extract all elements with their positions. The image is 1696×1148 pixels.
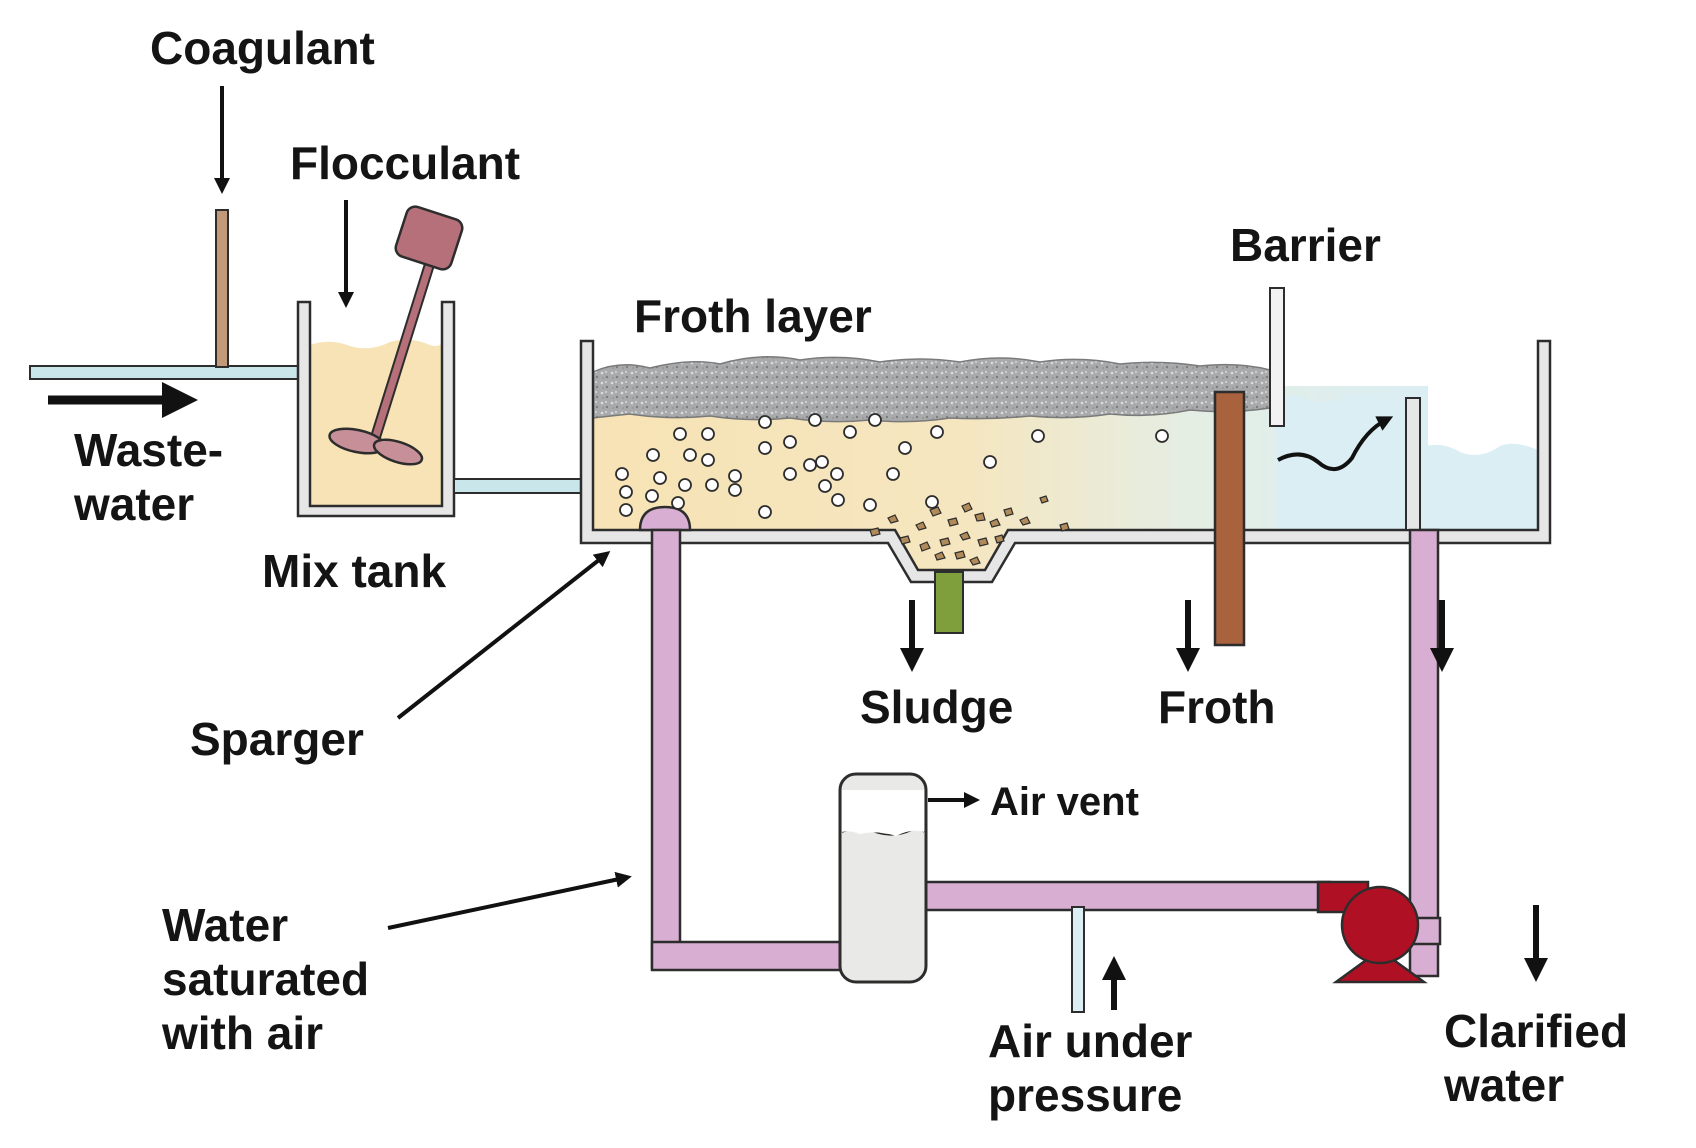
clarified-water-label-line1: Clarified xyxy=(1444,1005,1629,1057)
flotation-tank xyxy=(579,339,1552,584)
weir xyxy=(1405,397,1421,531)
clarified-water-label-line2: water xyxy=(1444,1059,1565,1111)
sludge-flocs xyxy=(869,495,1070,566)
sludge-label: Sludge xyxy=(860,681,1014,733)
recycle-pipe-loop xyxy=(650,528,1440,978)
froth-outlet-pipe xyxy=(1213,390,1246,647)
wastewater-label-line2: water xyxy=(74,478,195,530)
flow-arrows xyxy=(48,86,1548,1010)
water-saturated-label: Water saturated with air xyxy=(162,898,369,1060)
sparger-arrow xyxy=(396,551,611,720)
saturation-tank xyxy=(838,772,928,984)
air-under-pressure-label-line1: Air under xyxy=(988,1015,1193,1067)
coagulant-label: Coagulant xyxy=(150,22,375,74)
water-saturated-label-line3: with air xyxy=(162,1007,324,1059)
wastewater-label: Waste- water xyxy=(74,423,223,531)
air-under-pressure-label: Air under pressure xyxy=(988,1014,1192,1122)
inlet-pipe xyxy=(29,365,299,380)
pump-icon xyxy=(1316,880,1428,984)
clarified-water-label: Clarified water xyxy=(1444,1004,1628,1112)
sludge-outlet-pipe xyxy=(934,571,964,634)
air-vent-label: Air vent xyxy=(990,780,1139,824)
flow-squiggle xyxy=(1277,416,1394,471)
mix-tank-label: Mix tank xyxy=(262,545,447,597)
froth-layer xyxy=(592,356,1271,423)
wastewater-label-line1: Waste- xyxy=(74,424,224,476)
coagulant-pipe xyxy=(215,209,229,368)
impeller-icon xyxy=(328,205,464,466)
sparger-label: Sparger xyxy=(190,713,364,765)
saturated-water-arrow xyxy=(387,871,632,930)
barrier-label: Barrier xyxy=(1230,219,1381,271)
froth-label: Froth xyxy=(1158,681,1276,733)
air-under-pressure-label-line2: pressure xyxy=(988,1069,1183,1121)
mix-tank xyxy=(296,205,464,518)
air-feed-pipe xyxy=(1071,906,1085,1013)
water-saturated-label-line2: saturated xyxy=(162,953,370,1005)
froth-layer-label: Froth layer xyxy=(634,290,872,342)
sparger-icon xyxy=(638,505,692,532)
barrier xyxy=(1269,287,1285,427)
air-bubbles xyxy=(615,413,1169,519)
water-saturated-label-line1: Water xyxy=(162,899,289,951)
flocculant-label: Flocculant xyxy=(290,137,521,189)
